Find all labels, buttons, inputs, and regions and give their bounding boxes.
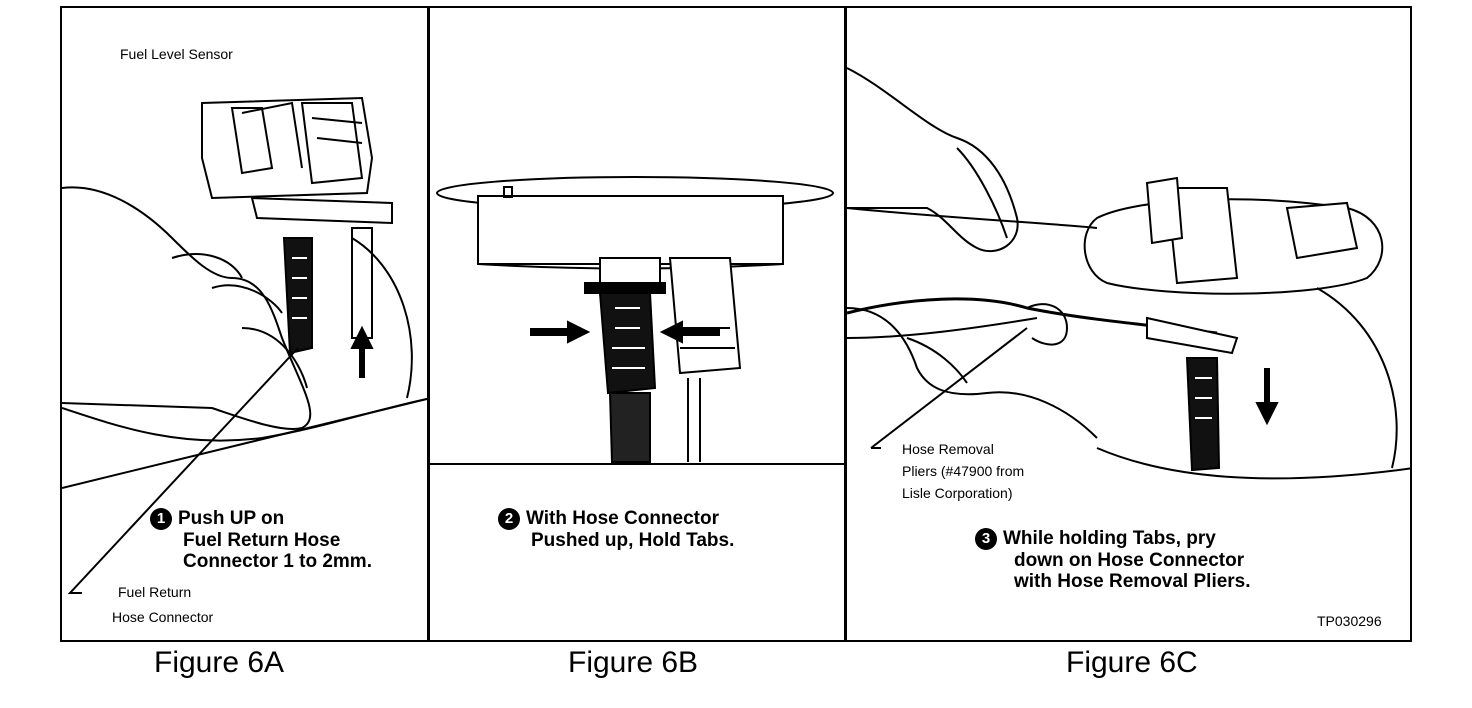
step-1-line-3: Connector 1 to 2mm.: [150, 551, 372, 572]
fuel-return-label-line-2: Hose Connector: [112, 605, 213, 629]
step-2-line-1: With Hose Connector: [526, 508, 719, 529]
step-1-instruction: 1 Push UP on Fuel Return Hose Connector 1…: [150, 508, 372, 572]
fuel-return-label-line-1: Fuel Return: [118, 580, 191, 604]
fuel-level-sensor-label: Fuel Level Sensor: [120, 42, 233, 66]
step-1-line-1: Push UP on: [178, 508, 284, 529]
step-3-instruction: 3 While holding Tabs, pry down on Hose Co…: [975, 528, 1251, 592]
hose-removal-pliers-label-line-3: Lisle Corporation): [902, 481, 1013, 505]
hose-removal-pliers-label-line-2: Pliers (#47900 from: [902, 459, 1024, 483]
step-1-number-badge: 1: [150, 508, 172, 530]
hose-removal-pliers-label-line-1: Hose Removal: [902, 437, 994, 461]
step-2-line-2: Pushed up, Hold Tabs.: [498, 530, 734, 551]
step-3-line-1: While holding Tabs, pry: [1003, 528, 1216, 549]
step-3-number-badge: 3: [975, 528, 997, 550]
figure-6a-panel: Fuel Level Sensor 1 Push UP on Fuel Retur…: [60, 6, 429, 642]
step-2-number-badge: 2: [498, 508, 520, 530]
figure-6b-panel: 2 With Hose Connector Pushed up, Hold Tab…: [428, 6, 846, 642]
figure-6c-caption: Figure 6C: [1066, 645, 1198, 681]
figure-6b-caption: Figure 6B: [568, 645, 698, 681]
step-2-instruction: 2 With Hose Connector Pushed up, Hold Tab…: [498, 508, 734, 551]
step-3-line-3: with Hose Removal Pliers.: [975, 571, 1251, 592]
step-1-line-2: Fuel Return Hose: [150, 530, 372, 551]
figure-6c-panel: Hose Removal Pliers (#47900 from Lisle C…: [845, 6, 1412, 642]
step-3-line-2: down on Hose Connector: [975, 550, 1251, 571]
figure-6a-caption: Figure 6A: [154, 645, 284, 681]
figure-code: TP030296: [1317, 613, 1382, 629]
